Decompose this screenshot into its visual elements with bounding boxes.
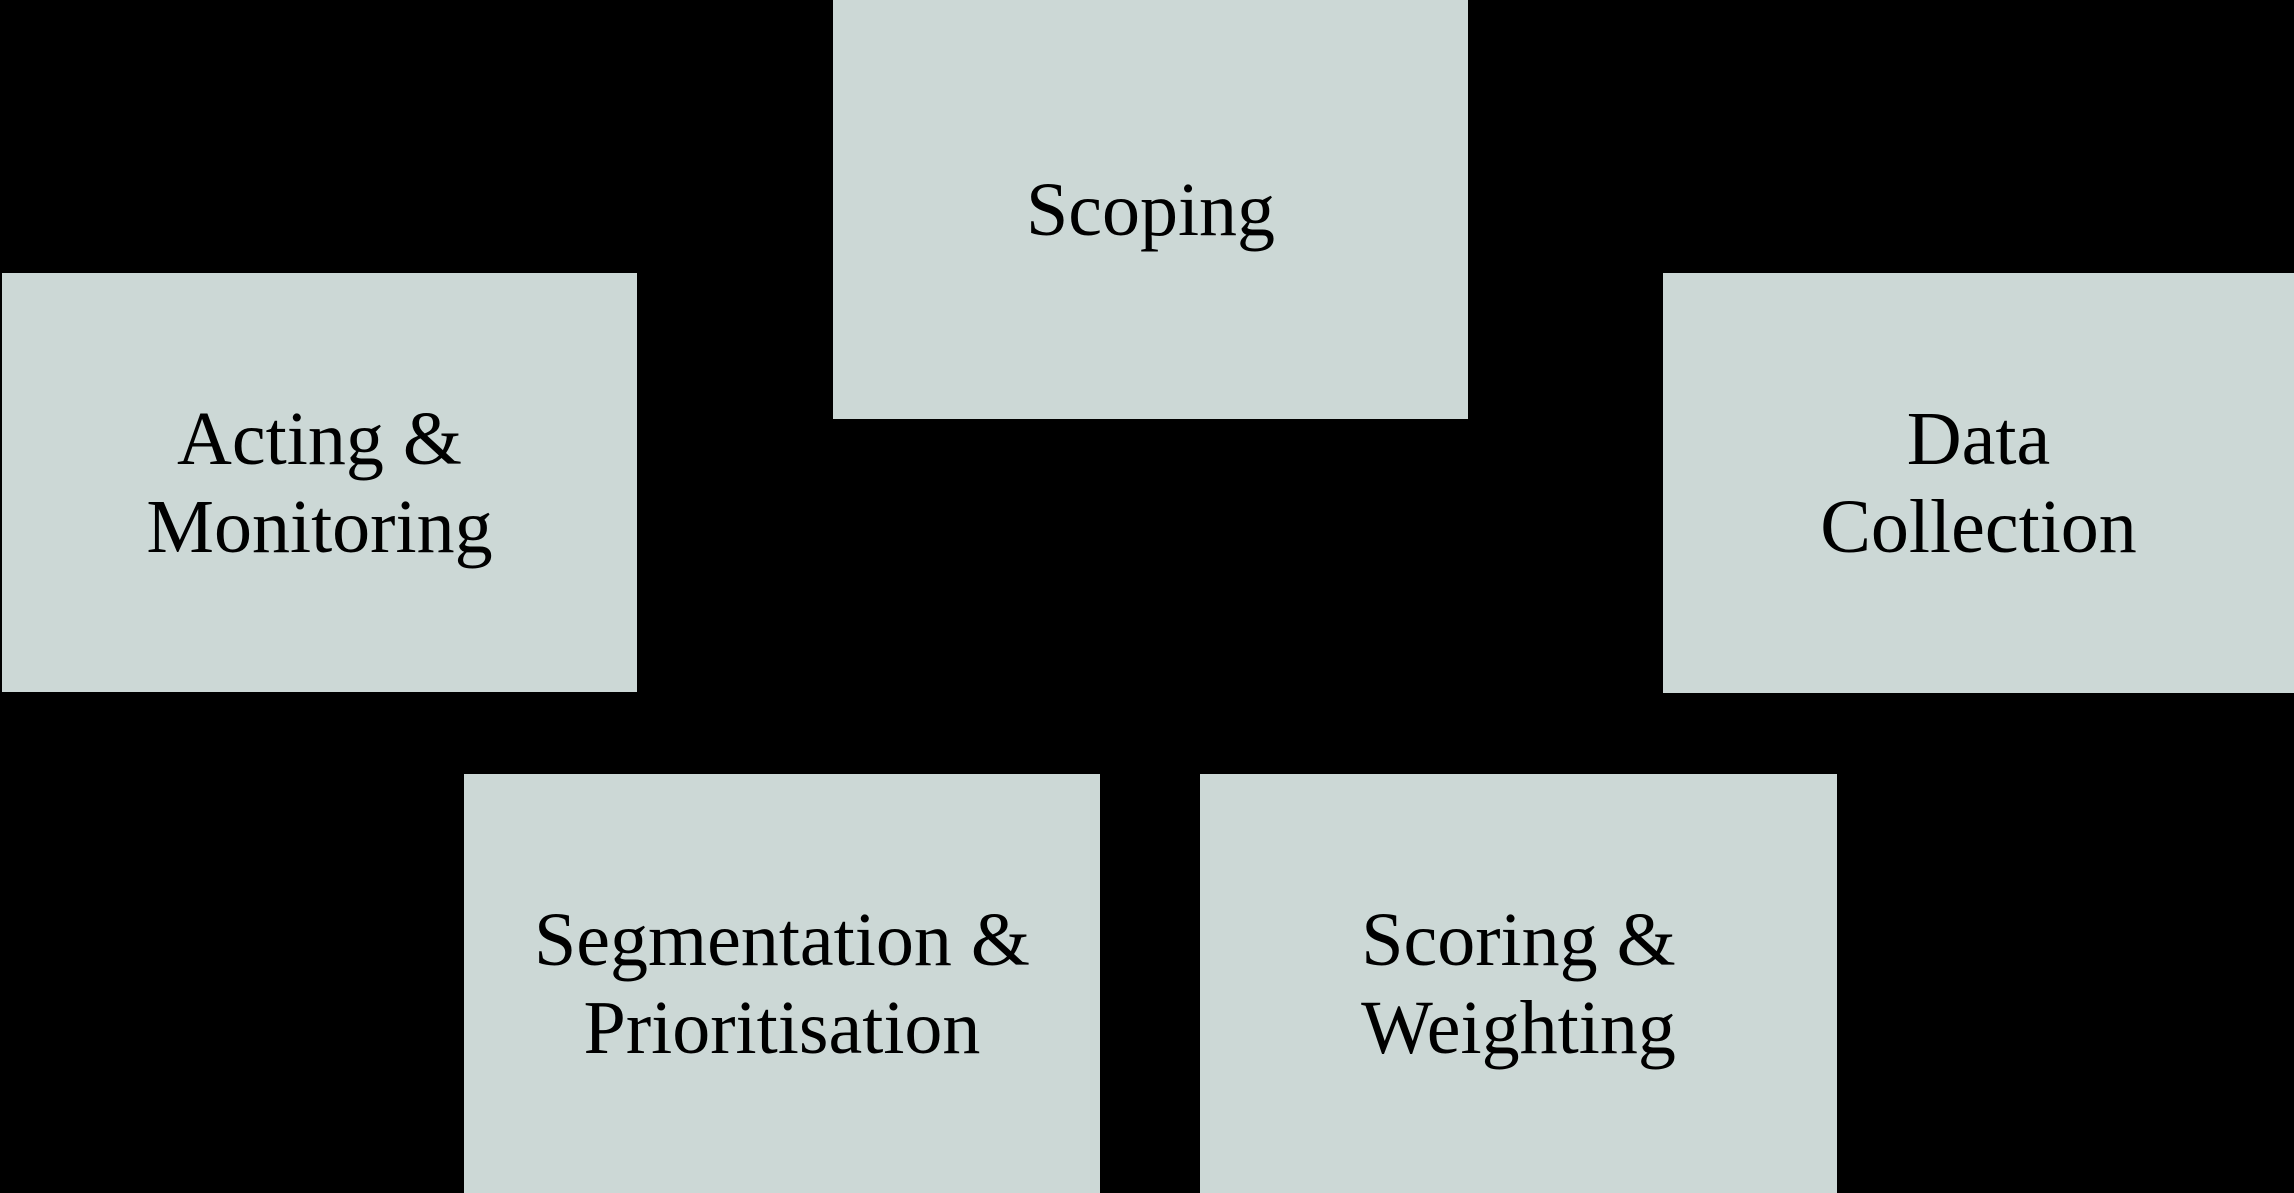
stage-box-scoring-weighting: Scoring & Weighting	[1200, 774, 1837, 1193]
stage-label-line: Acting &	[177, 396, 462, 481]
stage-label-line: Scoping	[1025, 167, 1276, 252]
stage-label-line: Monitoring	[146, 484, 493, 569]
stage-box-segmentation-prioritisation: Segmentation & Prioritisation	[464, 774, 1100, 1193]
stage-label-line: Collection	[1820, 485, 2137, 569]
stage-label-line: Data	[1906, 397, 2051, 481]
stage-label-line: Weighting	[1361, 985, 1676, 1070]
stage-box-data-collection: Data Collection	[1663, 273, 2294, 693]
stage-label-line: Scoring &	[1361, 897, 1676, 982]
stage-label-line: Prioritisation	[583, 985, 981, 1070]
stage-label-line: Segmentation &	[533, 897, 1031, 982]
stage-box-scoping: Scoping	[833, 0, 1468, 419]
stage-box-acting-monitoring: Acting & Monitoring	[2, 273, 637, 692]
